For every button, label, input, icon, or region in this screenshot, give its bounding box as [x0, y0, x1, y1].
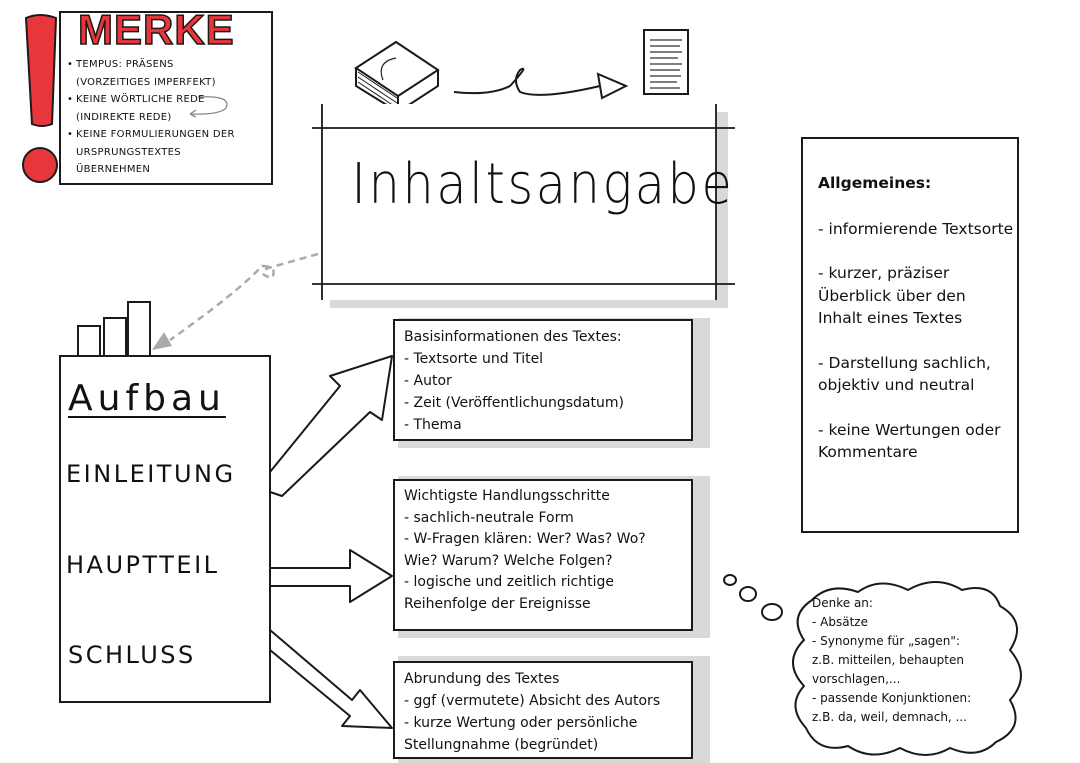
section-schluss: SCHLUSS — [68, 641, 196, 669]
einleitung-text: Basisinformationen des Textes: - Textsor… — [404, 326, 624, 436]
box-line: - sachlich-neutrale Form — [404, 509, 574, 526]
merke-item: übernehmen — [76, 164, 151, 175]
merke-list: Tempus: Präsens (Vorzeitiges Imperfekt) … — [66, 56, 266, 179]
box-line: - kurze Wertung oder persönliche — [404, 715, 638, 731]
aufbau-heading: Aufbau — [68, 378, 226, 419]
box-line: - Autor — [404, 373, 452, 389]
allgemeines-point: - Darstellung sachlich, objektiv und neu… — [818, 353, 991, 395]
schluss-box — [393, 661, 693, 759]
merke-title: MERKE — [77, 5, 235, 54]
cloud-text: Denke an: - Absätze - Synonyme für „sage… — [812, 594, 1017, 727]
section-einleitung: EINLEITUNG — [66, 460, 236, 488]
allgemeines-point: - kurzer, präziser Überblick über den In… — [818, 264, 966, 327]
merke-box — [59, 11, 273, 185]
section-hauptteil: HAUPTTEIL — [66, 551, 220, 579]
box-line: Reihenfolge der Ereignisse — [404, 595, 591, 612]
book-icon — [354, 40, 440, 114]
dashed-arrow — [169, 252, 319, 342]
merke-item: Tempus: Präsens — [66, 56, 266, 74]
bar-chart-icon — [77, 301, 151, 357]
cloud-line: - Synonyme für „sagen": — [812, 634, 960, 648]
hauptteil-box — [393, 479, 693, 631]
allgemeines-box — [801, 137, 1019, 533]
arrow-einleitung — [269, 355, 393, 497]
arrow-hauptteil — [269, 549, 393, 603]
cloud-line: z.B. da, weil, demnach, ... — [812, 710, 967, 724]
cloud-line: z.B. mitteilen, behaupten — [812, 653, 964, 667]
allgemeines-heading: Allgemeines: — [818, 174, 932, 192]
allgemeines-point: - keine Wertungen oder Kommentare — [818, 420, 1001, 462]
cloud-line: - passende Konjunktionen: — [812, 691, 972, 705]
title-box — [322, 104, 716, 300]
aufbau-panel — [59, 355, 271, 703]
thought-bubbles — [723, 574, 783, 621]
box-line: Basisinformationen des Textes: — [404, 329, 622, 345]
box-line: - W-Fragen klären: Wer? Was? Wo? — [404, 531, 646, 547]
box-line: - ggf (vermutete) Absicht des Autors — [404, 693, 661, 709]
allgemeines-text: Allgemeines: - informierende Textsorte -… — [818, 172, 1014, 486]
merke-item: Keine Formulierungen der — [66, 126, 266, 144]
allgemeines-point: - informierende Textsorte — [818, 219, 1014, 238]
cloud-line: Denke an: — [812, 596, 873, 610]
hauptteil-text: Wichtigste Handlungsschritte - sachlich-… — [404, 486, 646, 615]
einleitung-box — [393, 319, 693, 441]
merke-item: Ursprungstextes — [76, 146, 181, 158]
box-line: - Zeit (Veröffentlichungsdatum) — [404, 395, 624, 411]
page-title: Inhaltsangabe — [351, 152, 735, 217]
flow-arrow — [453, 67, 601, 96]
schluss-text: Abrundung des Textes - ggf (vermutete) A… — [404, 668, 660, 756]
box-line: - Thema — [404, 417, 462, 433]
document-icon — [643, 29, 689, 95]
merke-item: Keine wörtliche Rede — [66, 91, 266, 109]
box-line: - logische und zeitlich richtige — [404, 574, 614, 590]
arrow-schluss — [269, 629, 393, 729]
box-line: Wichtigste Handlungsschritte — [404, 488, 610, 504]
box-line: - Textsorte und Titel — [404, 351, 544, 367]
exclamation-icon — [22, 14, 58, 183]
box-line: Stellungnahme (begründet) — [404, 737, 599, 753]
cloud-shape — [792, 581, 1022, 756]
cloud-line: - Absätze — [812, 615, 868, 629]
merke-item: (Vorzeitiges Imperfekt) — [76, 76, 216, 88]
box-line: Abrundung des Textes — [404, 671, 560, 687]
merke-item: (indirekte Rede) — [76, 111, 172, 123]
cloud-line: vorschlagen,... — [812, 672, 901, 686]
box-line: Wie? Warum? Welche Folgen? — [404, 552, 613, 569]
